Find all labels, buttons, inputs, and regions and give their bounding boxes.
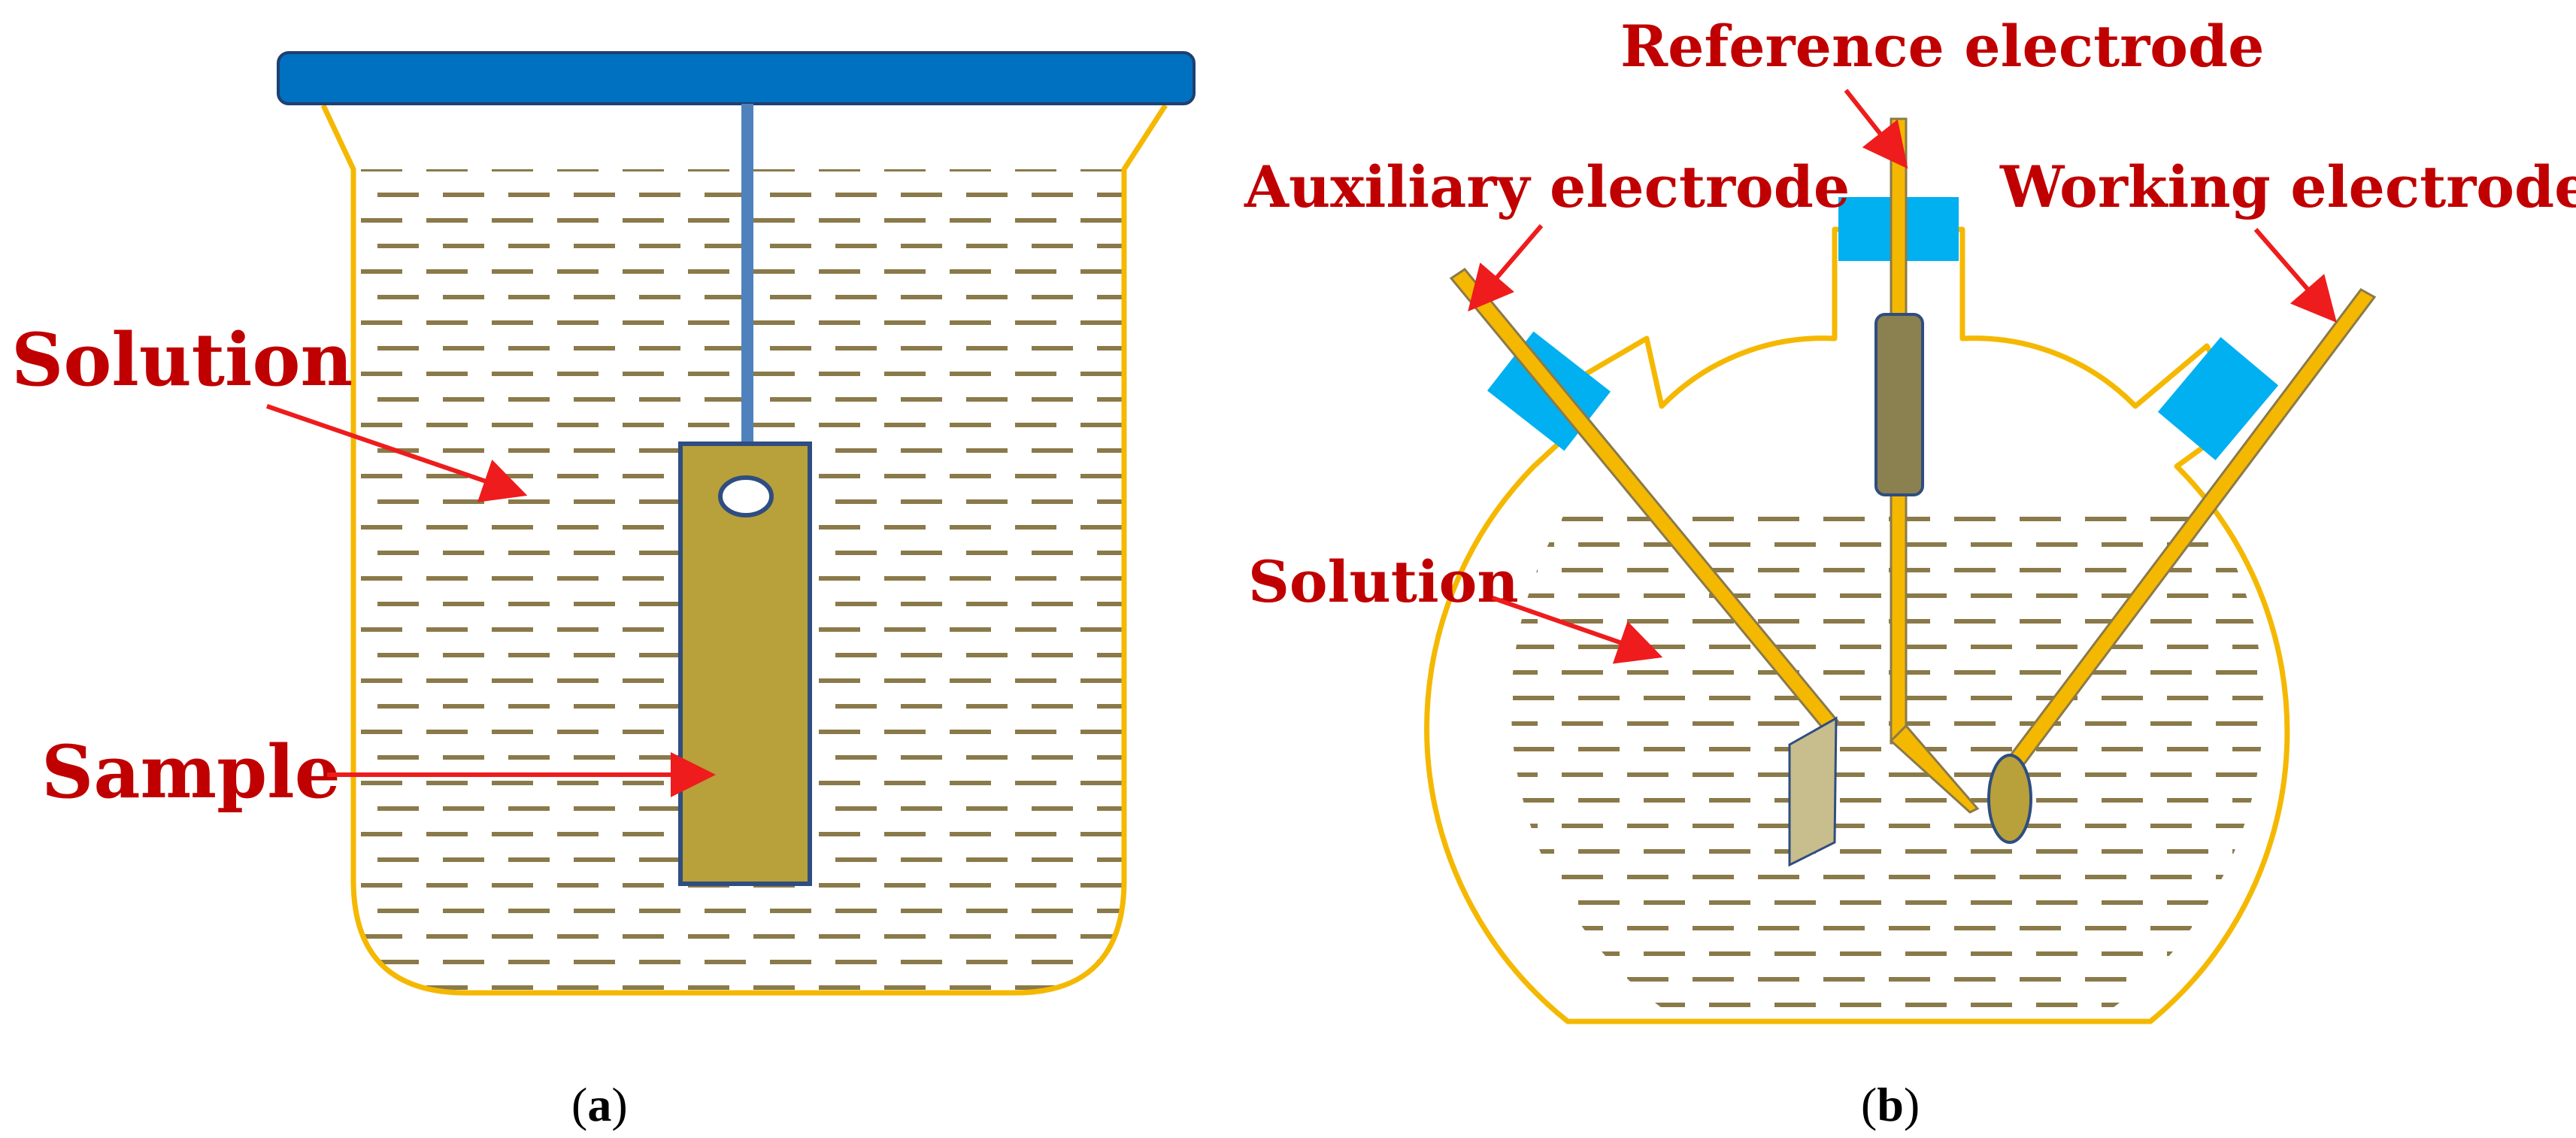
arrow-solution-a	[266, 404, 528, 502]
label-reference-electrode: Reference electrode	[1620, 13, 2264, 80]
arrow-auxiliary-electrode	[1468, 224, 1544, 312]
beaker-outline	[320, 104, 1168, 996]
flask-solution-dashes	[1511, 517, 2263, 1007]
label-solution-a: Solution	[11, 317, 353, 402]
arrow-reference-electrode	[1844, 89, 1908, 169]
beaker-lid	[277, 51, 1196, 105]
auxiliary-electrode-rod	[1449, 268, 1841, 736]
beaker-solution-dashes	[361, 169, 1124, 990]
working-electrode-tip	[1987, 754, 2032, 844]
panel-b: Reference electrode Auxiliary electrode …	[1244, 13, 2576, 1131]
arrow-working-electrode	[2253, 228, 2337, 323]
arrow-solution-b	[1492, 596, 1663, 664]
label-sample: Sample	[41, 730, 341, 815]
label-solution-b: Solution	[1248, 548, 1519, 615]
reference-electrode-body	[1874, 313, 1924, 496]
flask-outline	[1424, 226, 2290, 1024]
caption-a: (a)	[571, 1078, 628, 1131]
panel-a: Solution Sample (a)	[11, 51, 1196, 1131]
label-auxiliary-electrode: Auxiliary electrode	[1244, 153, 1850, 220]
working-stopper	[2157, 337, 2279, 460]
sample-hanger-rod	[741, 104, 753, 495]
caption-b: (b)	[1861, 1078, 1920, 1131]
auxiliary-electrode-plate	[1788, 716, 1838, 867]
sample-hole	[718, 475, 774, 517]
reference-electrode-tip	[1889, 724, 1980, 814]
label-working-electrode: Working electrode	[1999, 153, 2576, 220]
sample-plate	[678, 442, 812, 886]
